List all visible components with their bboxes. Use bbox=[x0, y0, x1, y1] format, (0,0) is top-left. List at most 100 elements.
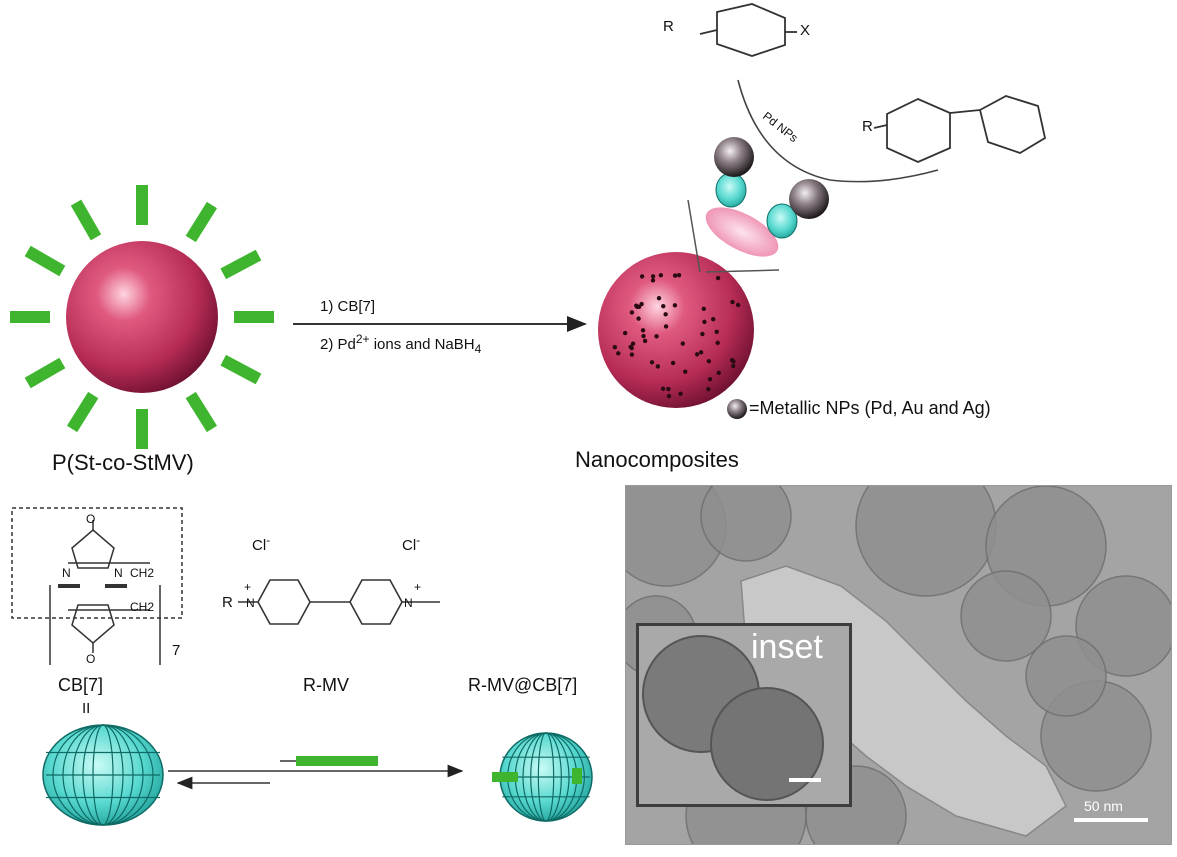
nanoparticle-dot bbox=[650, 278, 656, 283]
nanoparticle-dot bbox=[629, 352, 635, 357]
nanoparticle-dot bbox=[622, 330, 628, 336]
nanoparticle-dot bbox=[676, 272, 682, 278]
n-plus-left: + bbox=[244, 580, 252, 594]
chloride-symbol: Cl bbox=[402, 537, 417, 554]
nanoparticle-dot bbox=[683, 369, 688, 374]
green-rod-icon bbox=[66, 391, 99, 433]
nanoparticle-dot bbox=[641, 333, 646, 339]
nanoparticle-dot bbox=[639, 301, 644, 307]
nanoparticle-dot bbox=[714, 329, 719, 334]
threaded-rod-end-icon bbox=[572, 768, 582, 784]
nanoparticle-dot bbox=[634, 303, 639, 308]
tem-micrograph: inset 50 nm bbox=[625, 485, 1172, 845]
nanocomposite-sphere-icon bbox=[598, 252, 754, 408]
cb7-repeat-subscript: 7 bbox=[172, 642, 181, 659]
nanoparticle-dot bbox=[672, 303, 678, 308]
polymer-label: P(St-co-StMV) bbox=[52, 450, 194, 475]
nanoparticle-dot bbox=[639, 274, 645, 279]
nanoparticle-dot bbox=[629, 310, 635, 315]
cucurbituril-barrel-icon bbox=[715, 172, 747, 208]
nanoparticle-dot bbox=[672, 273, 678, 278]
cb7-n-left: N bbox=[62, 566, 71, 580]
nanoparticle-dot bbox=[707, 376, 713, 382]
zoom-line-left bbox=[687, 199, 701, 273]
n-left: N bbox=[246, 596, 255, 610]
r-group-label-top: R bbox=[663, 18, 674, 35]
scale-bar-main bbox=[1074, 818, 1148, 822]
tem-inset-frame: inset bbox=[636, 623, 852, 807]
cb-barrel-mesh bbox=[502, 732, 590, 822]
tem-particle bbox=[960, 570, 1052, 662]
cb7-equality-mark: II bbox=[82, 700, 91, 717]
chloride-charge: - bbox=[416, 533, 421, 547]
zoom-line-right bbox=[705, 269, 780, 273]
nanoparticle-dot bbox=[702, 319, 707, 325]
nanocomposites-label: Nanocomposites bbox=[575, 447, 739, 472]
nanoparticle-dot bbox=[658, 273, 664, 278]
nanoparticle-dot bbox=[630, 341, 636, 346]
nanoparticle-dot bbox=[654, 334, 659, 339]
cb7-ch2-bottom: CH2 bbox=[130, 600, 155, 614]
nanoparticle-dot bbox=[716, 370, 721, 376]
cb7-o-top: O bbox=[86, 512, 96, 526]
catalysis-curve-arrow bbox=[737, 79, 939, 183]
rmv-cb7-label: R-MV@CB[7] bbox=[468, 675, 578, 695]
nanoparticle-dot bbox=[698, 350, 704, 355]
green-rod-icon bbox=[296, 756, 378, 766]
nanoparticle-dot bbox=[629, 345, 634, 351]
tem-particle bbox=[700, 486, 792, 562]
cb-barrel-mesh bbox=[46, 724, 160, 826]
step2-label: 2) Pd2+ ions and NaBH4 bbox=[320, 332, 481, 356]
nanoparticle-dot bbox=[660, 386, 666, 391]
nanoparticle-dot bbox=[680, 341, 686, 346]
nanoparticle-dot bbox=[642, 338, 648, 344]
nanoparticle-dot bbox=[661, 303, 666, 309]
green-rod-icon bbox=[24, 245, 66, 277]
n-right: N bbox=[404, 596, 413, 610]
nanoparticle-dot bbox=[700, 331, 705, 337]
r-group-label-product: R bbox=[862, 118, 873, 135]
nanoparticle-dot bbox=[670, 360, 676, 366]
aryl-halide-structure bbox=[699, 3, 797, 57]
cb7-n-right: N bbox=[114, 566, 123, 580]
step1-label: 1) CB[7] bbox=[320, 298, 376, 315]
cb7-structure bbox=[11, 507, 183, 665]
rmv-structure bbox=[238, 579, 440, 625]
nanoparticle-dot bbox=[715, 340, 720, 346]
tem-particle bbox=[1025, 635, 1107, 717]
green-rod-icon bbox=[185, 201, 218, 243]
nanoparticle-dot bbox=[666, 393, 672, 399]
nanoparticle-dot bbox=[706, 387, 711, 392]
embedded-nanoparticle-dots bbox=[612, 272, 741, 399]
step2-superscript: 2+ bbox=[355, 332, 370, 346]
green-rod-icon-group bbox=[10, 185, 274, 449]
chloride-label-left: Cl- bbox=[252, 533, 270, 554]
metallic-nps-legend-label: =Metallic NPs (Pd, Au and Ag) bbox=[749, 398, 991, 418]
chloride-label-right: Cl- bbox=[402, 533, 420, 554]
nanoparticle-dot bbox=[731, 359, 736, 364]
metallic-nanoparticle-icon bbox=[714, 137, 754, 177]
nanoparticle-dot bbox=[636, 316, 641, 321]
nanoparticle-dot bbox=[711, 317, 716, 322]
nanoparticle-dot bbox=[640, 328, 646, 333]
nanoparticle-dot bbox=[666, 386, 671, 392]
cb7-ch2-top: CH2 bbox=[130, 566, 155, 580]
polymer-sphere-icon bbox=[66, 241, 218, 393]
tem-particle bbox=[1075, 575, 1171, 677]
nanoparticle-dot bbox=[656, 296, 662, 301]
nanoparticle-dot bbox=[706, 358, 712, 364]
x-group-label: X bbox=[800, 22, 811, 39]
n-plus-right: + bbox=[414, 580, 422, 594]
nanoparticle-dot bbox=[663, 324, 669, 329]
legend-nanoparticle-icon bbox=[727, 399, 747, 419]
nanoparticle-dot bbox=[649, 360, 655, 365]
green-rod-icon bbox=[220, 354, 262, 385]
nanoparticle-dot bbox=[678, 391, 683, 396]
metallic-nanoparticle-icon bbox=[789, 179, 829, 219]
green-rod-icon bbox=[24, 357, 66, 389]
polymer-segment-ellipse bbox=[705, 207, 779, 257]
nanoparticle-dot bbox=[655, 364, 661, 369]
cucurbituril-barrel-icon bbox=[766, 203, 798, 239]
green-rod-icon bbox=[220, 249, 262, 280]
nanoparticle-dot bbox=[612, 345, 618, 350]
